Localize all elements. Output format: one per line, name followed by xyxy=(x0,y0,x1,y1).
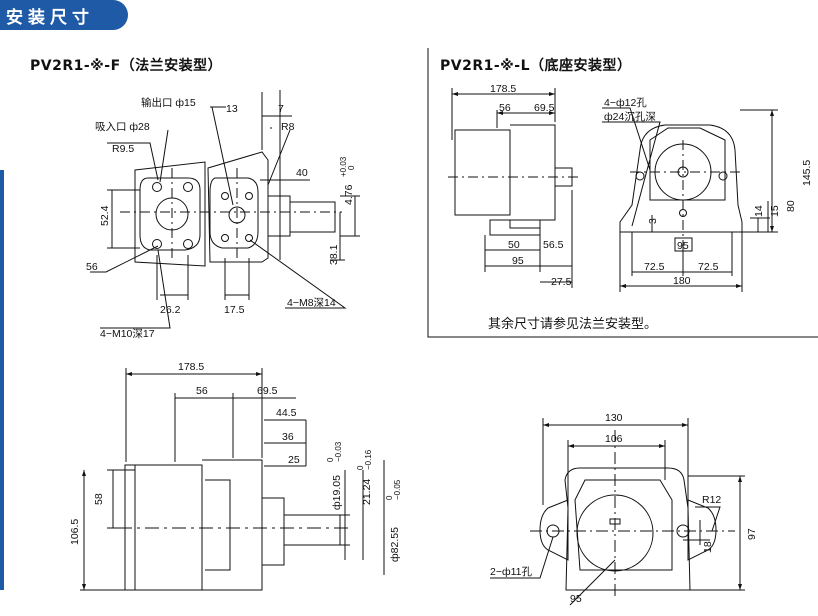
c-d445-label: 44.5 xyxy=(276,407,297,419)
a-d175-label: 17.5 xyxy=(224,304,245,316)
a-inlet-label: 吸入口 ф28 xyxy=(95,121,150,133)
d-r12-label: R12 xyxy=(702,494,721,506)
b-d15-label: 15 xyxy=(769,205,781,217)
b-d80-label: 80 xyxy=(785,200,797,212)
section-tab: 安装尺寸 xyxy=(0,0,128,30)
a-tol476-upper: +0.03 xyxy=(339,156,348,177)
drawing-d-front xyxy=(490,418,745,606)
a-m8-label: 4−M8深14 xyxy=(287,297,336,309)
drawing-b-note: 其余尺寸请参见法兰安装型。 xyxy=(488,317,658,332)
b-d725b-label: 72.5 xyxy=(698,261,719,273)
drawing-a-title: PV2R1-※-F（法兰安装型） xyxy=(30,58,223,74)
c-d36-label: 36 xyxy=(282,431,294,443)
b-d3-label: 3 xyxy=(647,218,659,224)
c-d1785-label: 178.5 xyxy=(178,361,204,373)
c-shaft1-label: ф19.05 xyxy=(331,475,343,510)
b-d275-label: 27.5 xyxy=(551,276,572,288)
b-cbore-label: ф24沉孔深 xyxy=(604,110,656,123)
d-d106-label: 106 xyxy=(605,433,623,445)
a-r95-label: R9.5 xyxy=(112,143,134,155)
b-d695-label: 69.5 xyxy=(534,102,555,114)
c-d56-label: 56 xyxy=(196,385,208,397)
b-d95-label: 95 xyxy=(512,255,524,267)
b-d1785-label: 178.5 xyxy=(490,83,516,95)
a-d13-label: 13 xyxy=(226,103,238,115)
drawing-c-side xyxy=(80,368,385,591)
b-d180-label: 180 xyxy=(673,275,691,287)
left-accent-bar xyxy=(0,170,4,590)
a-d476-label: 4.76 xyxy=(343,184,355,205)
section-title: 安装尺寸 xyxy=(6,8,94,28)
d-holes-label: 2−ф11孔 xyxy=(490,565,533,578)
b-d565-label: 56.5 xyxy=(543,239,564,251)
b-holes-label: 4−ф12孔 xyxy=(604,96,647,109)
b-d14-label: 14 xyxy=(753,205,765,217)
d-d130-label: 130 xyxy=(605,412,623,424)
drawing-b-title: PV2R1-※-L（底座安装型） xyxy=(440,58,632,74)
d-d95-label: 95 xyxy=(570,593,582,605)
b-d56-label: 56 xyxy=(499,102,511,114)
b-d1455-label: 145.5 xyxy=(801,160,813,186)
drawing-a-flange xyxy=(90,90,360,329)
b-d50-label: 50 xyxy=(508,239,520,251)
c-d25-label: 25 xyxy=(288,454,300,466)
a-outlet-label: 输出口 ф15 xyxy=(141,96,196,109)
d-d18-label: 18 xyxy=(702,541,714,553)
a-d262-label: 26.2 xyxy=(160,304,181,316)
a-tol476-lower: 0 xyxy=(347,165,356,170)
a-d56-label: 56 xyxy=(86,261,98,273)
c-tol2b: −0.16 xyxy=(364,449,373,470)
a-d40-label: 40 xyxy=(296,167,308,179)
b-d725a-label: 72.5 xyxy=(644,261,665,273)
c-d1065-label: 106.5 xyxy=(69,519,81,545)
drawing-b-base-side xyxy=(448,88,580,288)
a-d7-label: 7 xyxy=(278,103,284,115)
a-m10-label: 4−M10深17 xyxy=(100,328,155,340)
c-shaft2-label: 21.24 xyxy=(361,479,373,505)
c-tol3a: 0 xyxy=(385,495,394,500)
d-d97-label: 97 xyxy=(746,528,758,540)
c-tol2a: 0 xyxy=(356,465,365,470)
c-shaft3-label: ф82.55 xyxy=(389,527,401,562)
c-tol1b: −0.03 xyxy=(334,441,343,462)
a-d524-label: 52.4 xyxy=(99,205,111,226)
a-d381-label: 38.1 xyxy=(328,244,340,265)
c-d695-label: 69.5 xyxy=(257,385,278,397)
c-tol3b: −0.05 xyxy=(393,479,402,500)
c-tol1a: 0 xyxy=(326,457,335,462)
a-r8-label: R8 xyxy=(281,121,295,133)
c-d58-label: 58 xyxy=(93,493,105,505)
drawing-b-base-front xyxy=(602,107,778,292)
b-d95b-label: 95 xyxy=(677,240,689,252)
